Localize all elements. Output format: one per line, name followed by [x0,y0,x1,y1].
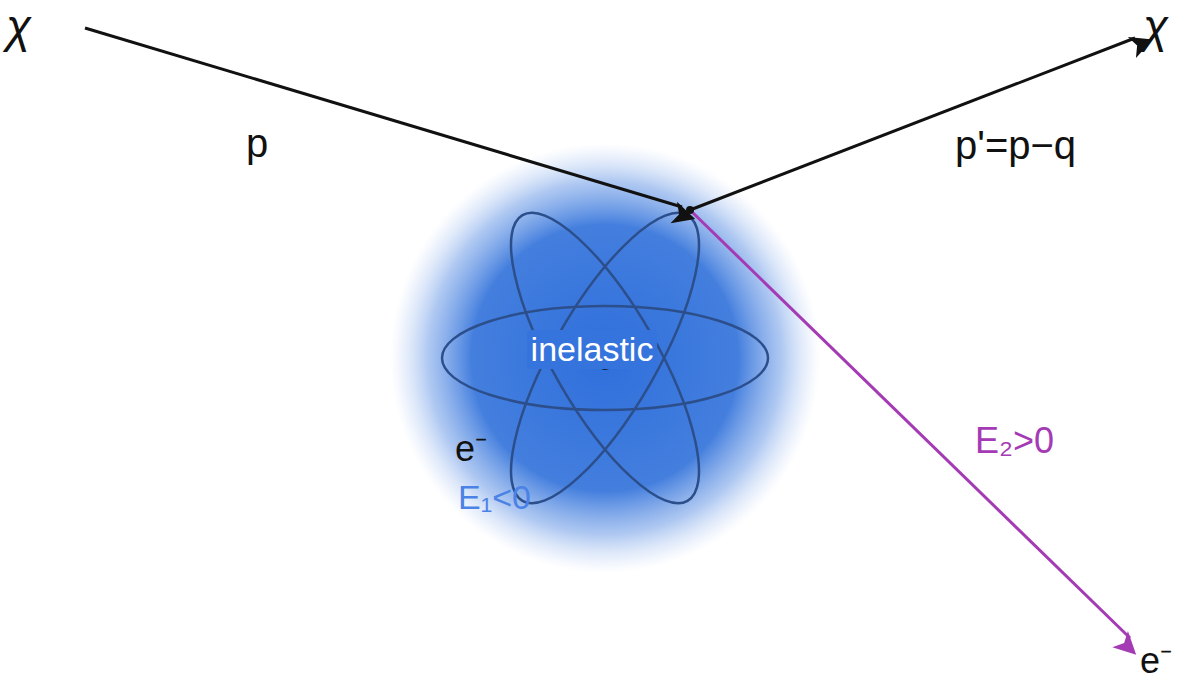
atom [390,143,820,573]
electron-label: e⁻ [1140,640,1172,681]
electron-label: e⁻ [455,428,487,469]
vertex-dot [686,206,694,214]
particle-symbol: χ [1143,0,1168,53]
orbit [477,189,732,527]
outgoing-particle-arrow [690,38,1135,210]
orbit [442,306,768,410]
ejected-electron-arrow [690,210,1130,638]
electron-cloud [390,143,820,573]
particle-symbol: χ [6,0,31,53]
energy-label: E₁<0 [458,478,531,517]
momentum-label: p'=p−q [955,122,1076,168]
incoming-particle-arrow [85,28,682,207]
energy-label: E₂>0 [975,420,1054,461]
momentum-label: p [246,120,268,166]
orbit [477,189,732,527]
process-label: inelastic [527,330,658,369]
